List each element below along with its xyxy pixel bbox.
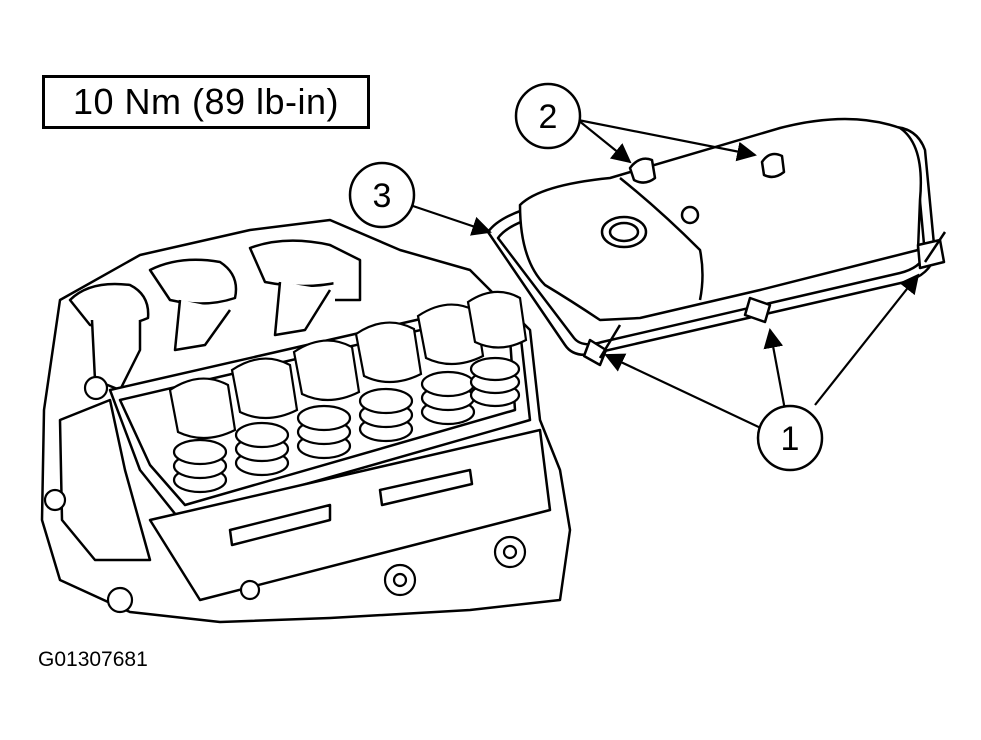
callout-leaders <box>409 118 920 431</box>
callout-3: 3 <box>348 161 416 229</box>
torque-spec-box: 10 Nm (89 lb-in) <box>42 75 370 129</box>
torque-spec-text: 10 Nm (89 lb-in) <box>72 81 340 122</box>
valve-cover <box>486 117 947 367</box>
callout-1: 1 <box>756 404 824 472</box>
callout-2-label: 2 <box>539 98 558 136</box>
callout-3-label: 3 <box>373 177 392 215</box>
figure-id: G01307681 <box>38 648 148 671</box>
callout-2: 2 <box>514 82 582 150</box>
callout-1-label: 1 <box>781 420 800 458</box>
rocker-assemblies <box>168 290 528 494</box>
head-bolts <box>43 375 527 614</box>
